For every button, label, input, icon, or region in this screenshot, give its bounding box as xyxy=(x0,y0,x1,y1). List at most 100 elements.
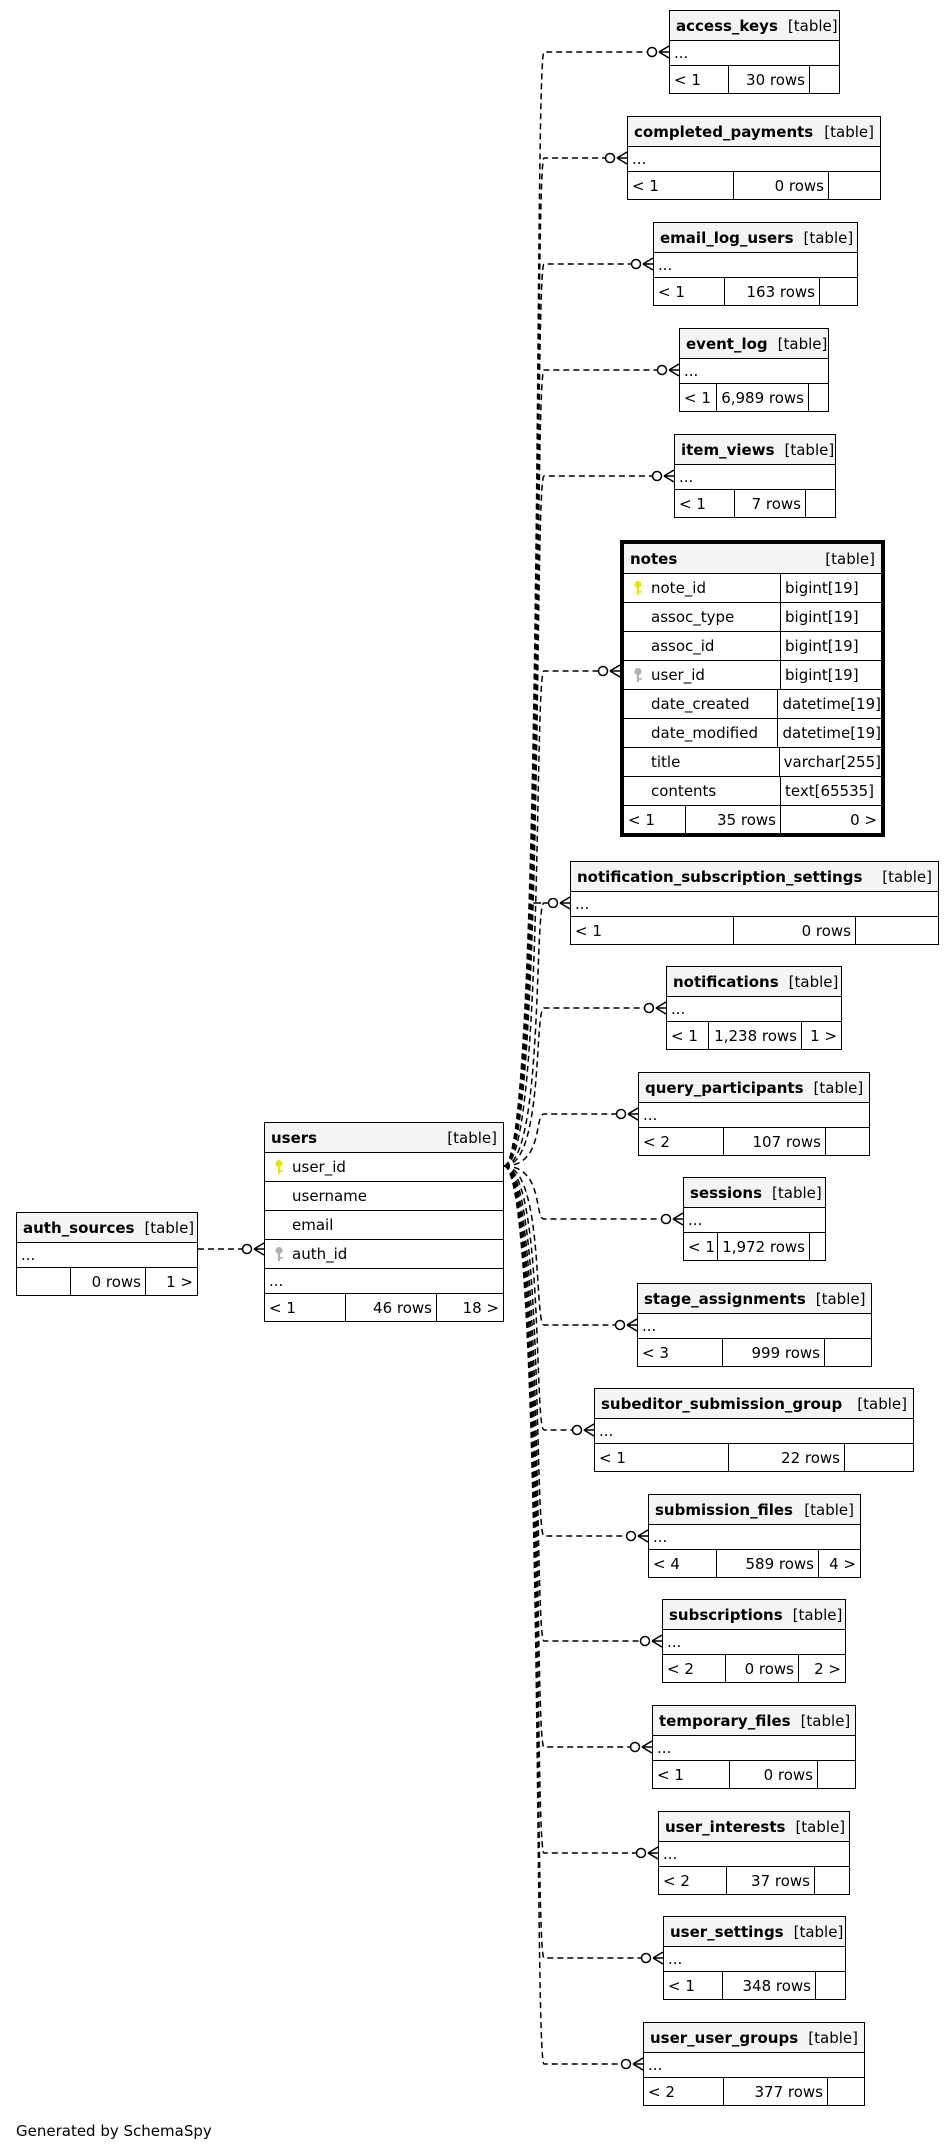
parents-count[interactable]: < 1 xyxy=(654,278,725,305)
table-type: [table] xyxy=(784,440,835,459)
more-columns: ... xyxy=(675,465,835,490)
parents-count[interactable]: < 2 xyxy=(659,1867,727,1894)
children-count[interactable] xyxy=(810,1233,825,1260)
table-notification-subscription-settings[interactable]: notification_subscription_settings[table… xyxy=(570,861,939,945)
column-row: title varchar[255] xyxy=(624,748,881,777)
children-count[interactable] xyxy=(806,490,835,517)
more-columns: ... xyxy=(571,892,938,917)
optional-circle xyxy=(629,1741,641,1753)
table-header: user_interests[table] xyxy=(659,1812,849,1842)
parents-count[interactable]: < 1 xyxy=(684,1233,718,1260)
parents-count[interactable] xyxy=(17,1268,71,1295)
table-subeditor-submission-group[interactable]: subeditor_submission_group[table] ... < … xyxy=(594,1388,914,1472)
many-marker xyxy=(651,1634,663,1648)
column-row: username xyxy=(265,1182,503,1211)
table-type: [table] xyxy=(792,1605,843,1624)
more-columns: ... xyxy=(684,1208,825,1233)
parents-count[interactable]: < 1 xyxy=(680,384,717,411)
table-type: [table] xyxy=(803,228,854,247)
relationship-line xyxy=(503,1165,661,1220)
table-name: access_keys xyxy=(676,16,778,35)
optional-circle xyxy=(597,665,609,677)
table-name: notification_subscription_settings xyxy=(577,867,863,886)
parents-count[interactable]: < 1 xyxy=(675,490,735,517)
children-count[interactable] xyxy=(856,917,938,944)
parents-count[interactable]: < 3 xyxy=(638,1339,723,1366)
table-header: item_views[table] xyxy=(675,435,835,465)
table-name: users xyxy=(271,1128,318,1147)
column-name: assoc_type xyxy=(651,608,735,626)
children-count[interactable] xyxy=(810,66,839,93)
children-count[interactable] xyxy=(825,1339,871,1366)
table-type: [table] xyxy=(808,2028,858,2047)
more-columns: ... xyxy=(667,997,841,1022)
column-name: user_id xyxy=(651,666,705,684)
children-count[interactable]: 1 > xyxy=(166,1272,193,1291)
children-count[interactable] xyxy=(820,278,857,305)
parents-count[interactable]: < 1 xyxy=(628,172,734,199)
table-header: user_user_groups [table] xyxy=(644,2023,864,2053)
children-count[interactable] xyxy=(809,384,828,411)
table-users[interactable]: users [table] user_id username email aut… xyxy=(264,1122,504,1322)
parents-count[interactable]: < 1 xyxy=(664,1972,723,1999)
children-count[interactable]: 2 > xyxy=(814,1659,841,1678)
optional-circle xyxy=(646,46,658,58)
children-count[interactable] xyxy=(845,1444,913,1471)
parents-count[interactable]: < 2 xyxy=(663,1655,726,1682)
optional-circle xyxy=(571,1424,583,1436)
more-columns: ... xyxy=(680,359,828,384)
parents-count[interactable]: < 1 xyxy=(265,1294,346,1321)
parents-count[interactable]: < 1 xyxy=(571,917,734,944)
children-count[interactable]: 0 > xyxy=(850,810,877,829)
parents-count[interactable]: < 1 xyxy=(667,1022,709,1049)
children-count[interactable] xyxy=(816,1972,845,1999)
parents-count[interactable]: < 1 xyxy=(595,1444,729,1471)
table-header: temporary_files[table] xyxy=(653,1706,855,1736)
many-marker xyxy=(626,1318,638,1332)
children-count[interactable] xyxy=(815,1867,849,1894)
row-count: 46 rows xyxy=(346,1294,437,1321)
parents-count[interactable]: < 1 xyxy=(653,1761,730,1788)
children-count[interactable] xyxy=(828,2078,864,2105)
parents-count[interactable]: < 2 xyxy=(639,1128,724,1155)
parents-count[interactable]: < 1 xyxy=(670,66,729,93)
column-name: date_modified xyxy=(651,724,758,742)
table-name: user_user_groups xyxy=(650,2028,799,2047)
table-type: [table] xyxy=(825,549,875,568)
parents-count[interactable]: < 4 xyxy=(649,1550,717,1577)
table-notes[interactable]: notes [table] note_id bigint[19] assoc_t… xyxy=(620,540,885,837)
many-marker xyxy=(647,1846,659,1860)
children-count[interactable] xyxy=(829,172,880,199)
parents-count[interactable]: < 1 xyxy=(624,806,686,833)
children-count[interactable]: 18 > xyxy=(462,1298,499,1317)
children-count[interactable] xyxy=(826,1128,869,1155)
children-count[interactable]: 4 > xyxy=(829,1554,856,1573)
table-type: [table] xyxy=(857,1394,907,1413)
many-marker xyxy=(658,45,670,59)
more-columns: ... xyxy=(670,41,839,66)
children-count[interactable]: 1 > xyxy=(810,1026,837,1045)
parents-count[interactable]: < 2 xyxy=(644,2078,724,2105)
children-count[interactable] xyxy=(818,1761,855,1788)
more-columns: ... xyxy=(17,1243,197,1268)
table-auth-sources[interactable]: auth_sources [table] ... 0 rows 1 > xyxy=(16,1212,198,1296)
